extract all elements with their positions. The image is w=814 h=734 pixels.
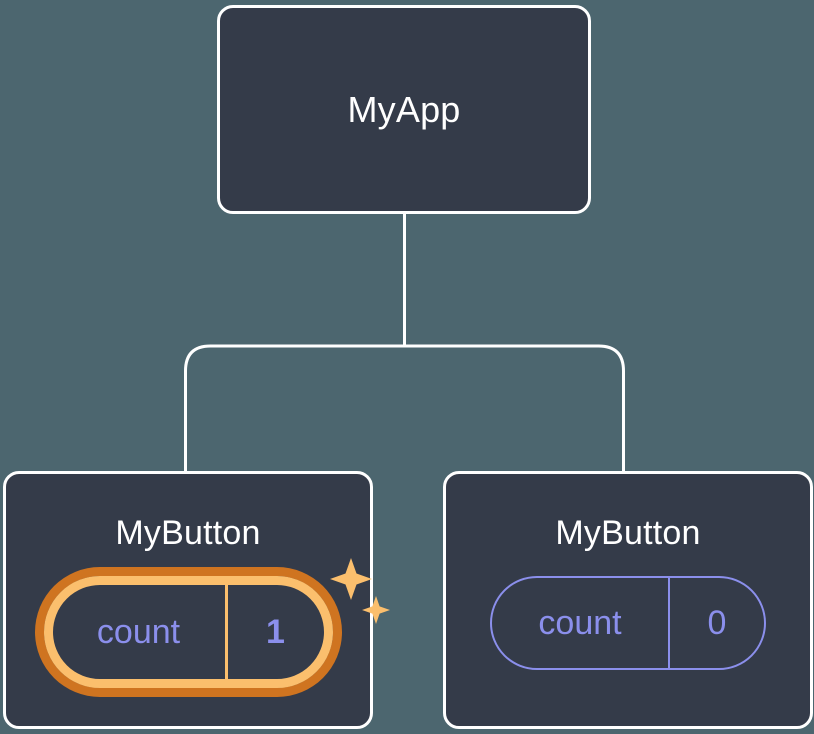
state-key-right: count: [538, 604, 622, 642]
root-component-card[interactable]: MyApp: [217, 5, 591, 214]
state-pill-right[interactable]: count 0: [490, 576, 766, 670]
state-pill-body-left: count 1: [43, 576, 333, 688]
connector-child-bus: [184, 344, 625, 471]
root-component-title: MyApp: [347, 88, 461, 130]
child-component-title-left: MyButton: [115, 514, 261, 552]
state-key-left: count: [96, 613, 181, 651]
state-value-right: 0: [668, 578, 764, 668]
state-pill-body-right: count 0: [490, 576, 766, 670]
state-pill-left[interactable]: count 1: [43, 558, 390, 688]
sparkle-group-icon: [329, 558, 390, 624]
sparkle-large-icon: [329, 558, 372, 600]
child-component-card-left[interactable]: MyButton count 1: [3, 471, 390, 729]
child-component-title-right: MyButton: [555, 514, 701, 552]
state-value-left: 1: [224, 585, 324, 679]
sparkle-small-icon: [361, 596, 390, 624]
child-component-card-right[interactable]: MyButton count 0: [443, 471, 813, 729]
